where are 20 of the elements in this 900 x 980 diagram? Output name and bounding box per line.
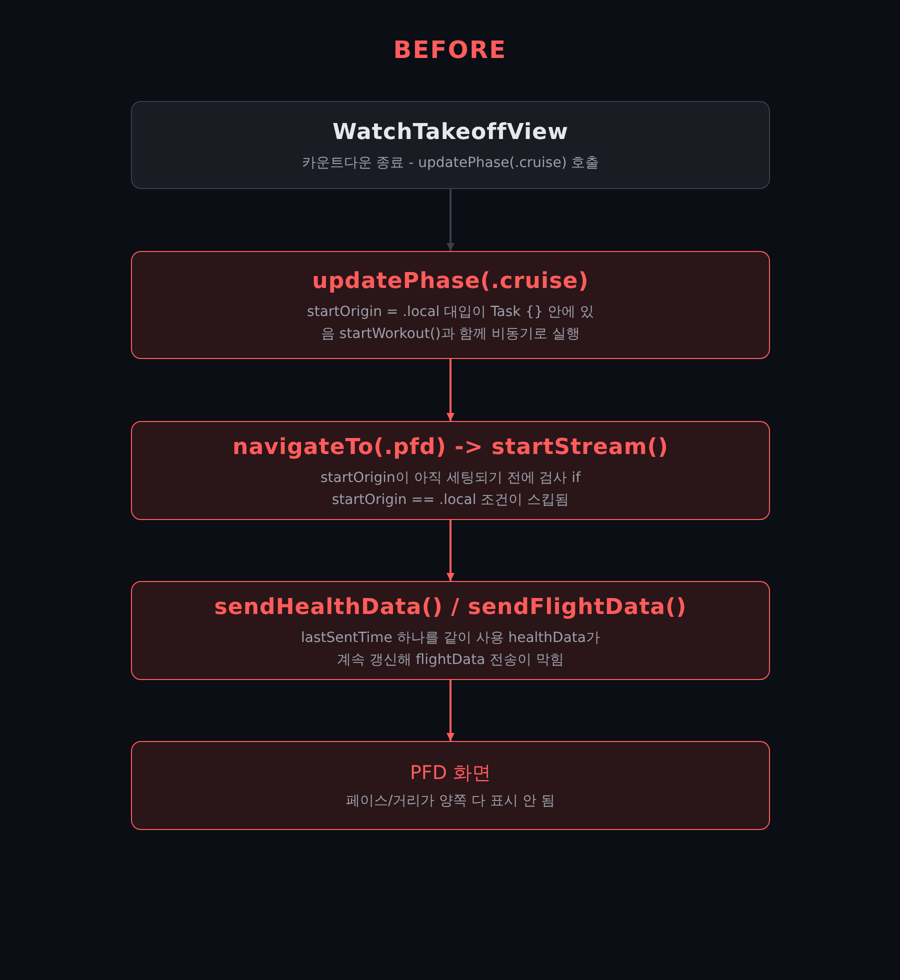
box-description: startOrigin이 아직 세팅되기 전에 검사 if startOrigin == .local 조건이 스킵됨 <box>320 468 582 510</box>
process-box <box>131 101 770 189</box>
process-box <box>131 421 770 520</box>
arrow <box>446 680 454 741</box>
box-description: 페이스/거리가 양쪽 다 표시 안 됨 <box>345 792 556 812</box>
process-box <box>131 251 770 359</box>
box-heading: navigateTo(.pfd) -> startStream() <box>232 434 669 462</box>
box-heading: updatePhase(.cruise) <box>312 268 589 296</box>
arrow <box>446 520 454 581</box>
process-box <box>131 741 770 830</box>
arrow <box>446 189 454 251</box>
arrow <box>446 359 454 421</box>
box-description: 카운트다운 종료 - updatePhase(.cruise) 호출 <box>300 154 600 173</box>
box-heading: WatchTakeoffView <box>332 119 568 147</box>
process-box <box>131 581 770 680</box>
box-description: lastSentTime 하나를 같이 사용 healthData가 계속 갱신해 flightData 전송이 막힘 <box>300 628 600 670</box>
box-heading: PFD 화면 <box>410 760 492 786</box>
diagram-title: BEFORE <box>393 35 507 66</box>
box-heading: sendHealthData() / sendFlightData() <box>214 594 687 622</box>
box-description: startOrigin = .local 대입이 Task {} 안에 있음 startWorkout()과 함께 비동기로 실행 <box>306 303 595 344</box>
